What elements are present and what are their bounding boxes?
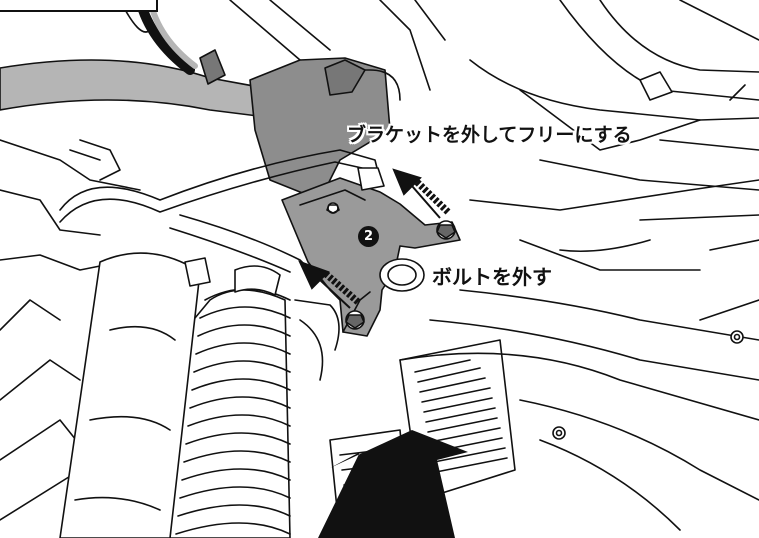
view-direction-arrow [318,430,468,538]
intake-hose [169,265,291,538]
fuel-line [59,149,381,211]
bolt-upper [436,220,456,240]
removal-arrow-lower [298,260,361,309]
callout-bracket-free: ブラケットを外してフリーにする [347,124,632,146]
rear-bracket [249,57,391,201]
header-tab [0,0,158,12]
bolt-lower [345,310,365,330]
grommet [379,258,425,292]
callout-remove-bolt: ボルトを外す [432,265,552,289]
step-number-badge: 2 [358,226,379,247]
removal-arrow-upper [392,168,451,219]
